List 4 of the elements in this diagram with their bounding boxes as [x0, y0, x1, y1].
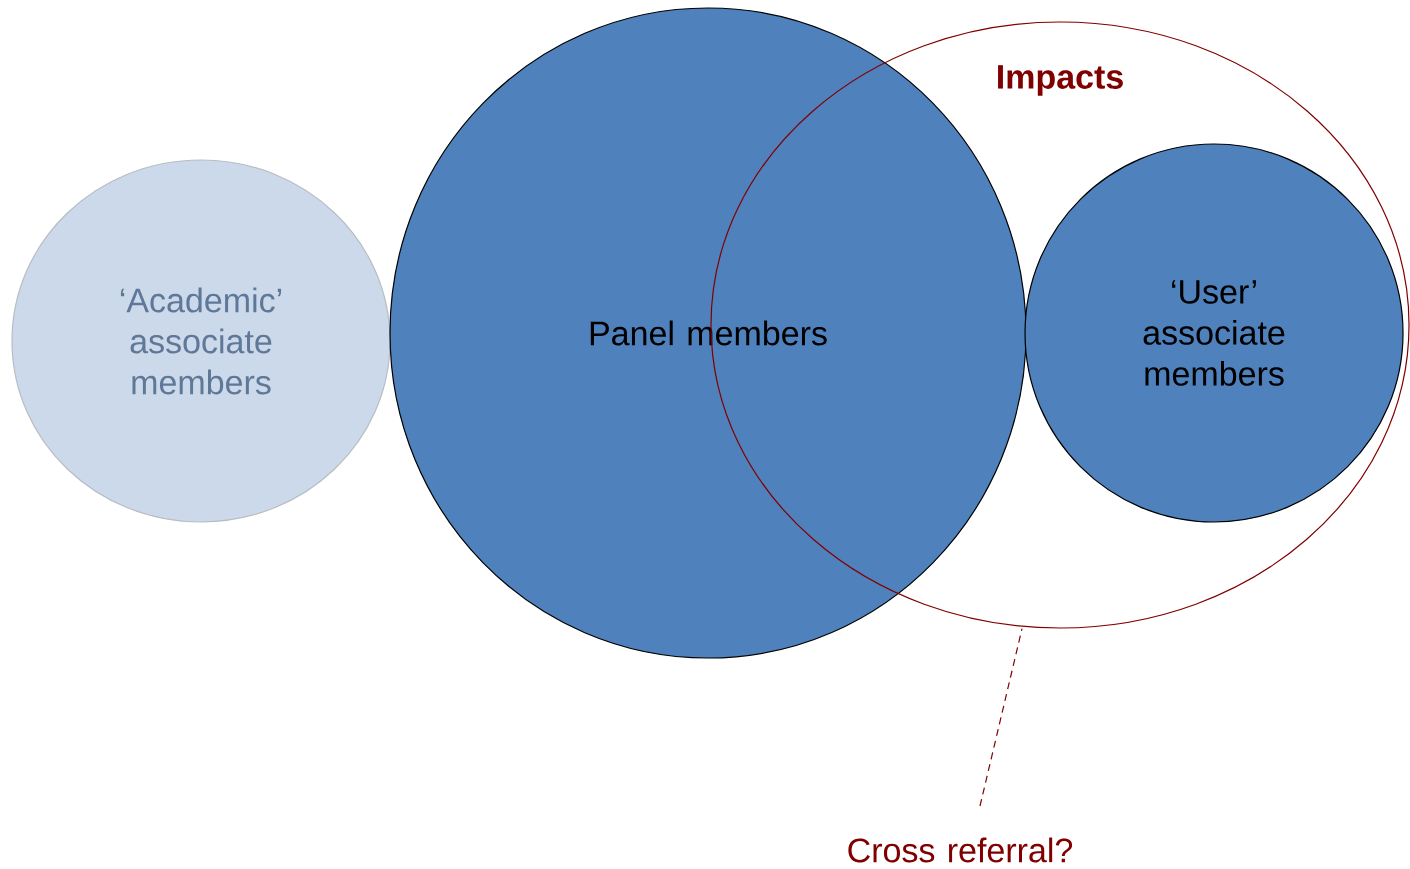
- circle-region: ‘User’ associate members: [1024, 143, 1404, 523]
- circle-region: ‘Academic’ associate members: [11, 159, 391, 523]
- callout-text: Cross referral?: [848, 837, 1073, 863]
- leader-line: [979, 628, 1023, 807]
